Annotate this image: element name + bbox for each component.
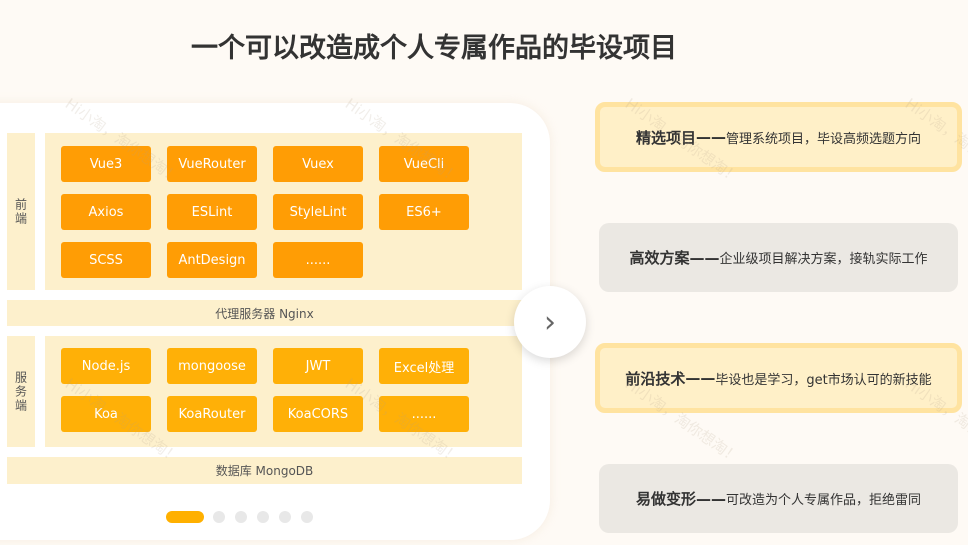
feature-card: 易做变形——可改造为个人专属作品，拒绝雷同 bbox=[599, 464, 958, 533]
server-tech-tag: JWT bbox=[273, 348, 363, 384]
frontend-tech-tag: Axios bbox=[61, 194, 151, 230]
database-bar: 数据库 MongoDB bbox=[7, 457, 522, 484]
server-tech-tag: KoaCORS bbox=[273, 396, 363, 432]
feature-description: 管理系统项目，毕设高频选题方向 bbox=[726, 131, 922, 147]
server-tech-tag: ...... bbox=[379, 396, 469, 432]
next-slide-button[interactable]: › bbox=[514, 286, 586, 358]
feature-title: 高效方案 bbox=[629, 249, 690, 267]
frontend-tech-tag: StyleLint bbox=[273, 194, 363, 230]
carousel-dot[interactable] bbox=[301, 511, 313, 523]
feature-description: 毕设也是学习，get市场认可的新技能 bbox=[715, 372, 932, 388]
chevron-right-icon: › bbox=[544, 304, 556, 340]
frontend-label: 前端 bbox=[7, 133, 35, 290]
frontend-tech-tag: VueRouter bbox=[167, 146, 257, 182]
carousel-dot[interactable] bbox=[235, 511, 247, 523]
frontend-tech-tag: ES6+ bbox=[379, 194, 469, 230]
server-tech-tag: Node.js bbox=[61, 348, 151, 384]
feature-separator: —— bbox=[685, 369, 716, 387]
server-tech-tag: KoaRouter bbox=[167, 396, 257, 432]
feature-title: 精选项目 bbox=[635, 128, 696, 147]
frontend-tech-tag: ...... bbox=[273, 242, 363, 278]
carousel-dot[interactable] bbox=[257, 511, 269, 523]
proxy-bar: 代理服务器 Nginx bbox=[7, 300, 522, 326]
feature-card: 精选项目——管理系统项目，毕设高频选题方向 bbox=[595, 102, 962, 172]
feature-card: 前沿技术——毕设也是学习，get市场认可的新技能 bbox=[595, 343, 962, 413]
server-label: 服务端 bbox=[7, 336, 35, 447]
server-tech-tag: Excel处理 bbox=[379, 348, 469, 384]
server-tech-tag: mongoose bbox=[167, 348, 257, 384]
page-title: 一个可以改造成个人专属作品的毕设项目 bbox=[191, 33, 677, 64]
carousel-dot[interactable] bbox=[213, 511, 225, 523]
feature-separator: —— bbox=[696, 128, 726, 146]
feature-title: 易做变形 bbox=[635, 490, 696, 508]
frontend-tech-tag: Vue3 bbox=[61, 146, 151, 182]
feature-separator: —— bbox=[689, 248, 720, 267]
frontend-tech-tag: AntDesign bbox=[167, 242, 257, 278]
feature-separator: —— bbox=[696, 489, 726, 508]
feature-description: 企业级项目解决方案，接轨实际工作 bbox=[719, 252, 928, 267]
frontend-tech-tag: ESLint bbox=[167, 194, 257, 230]
server-tech-tag: Koa bbox=[61, 396, 151, 432]
frontend-tech-tag: SCSS bbox=[61, 242, 151, 278]
carousel-dot-active[interactable] bbox=[166, 511, 204, 523]
frontend-tech-tag: VueCli bbox=[379, 146, 469, 182]
feature-title: 前沿技术 bbox=[625, 369, 686, 388]
feature-description: 可改造为个人专属作品，拒绝雷同 bbox=[726, 493, 922, 508]
feature-card: 高效方案——企业级项目解决方案，接轨实际工作 bbox=[599, 223, 958, 292]
carousel-dot[interactable] bbox=[279, 511, 291, 523]
frontend-tech-tag: Vuex bbox=[273, 146, 363, 182]
